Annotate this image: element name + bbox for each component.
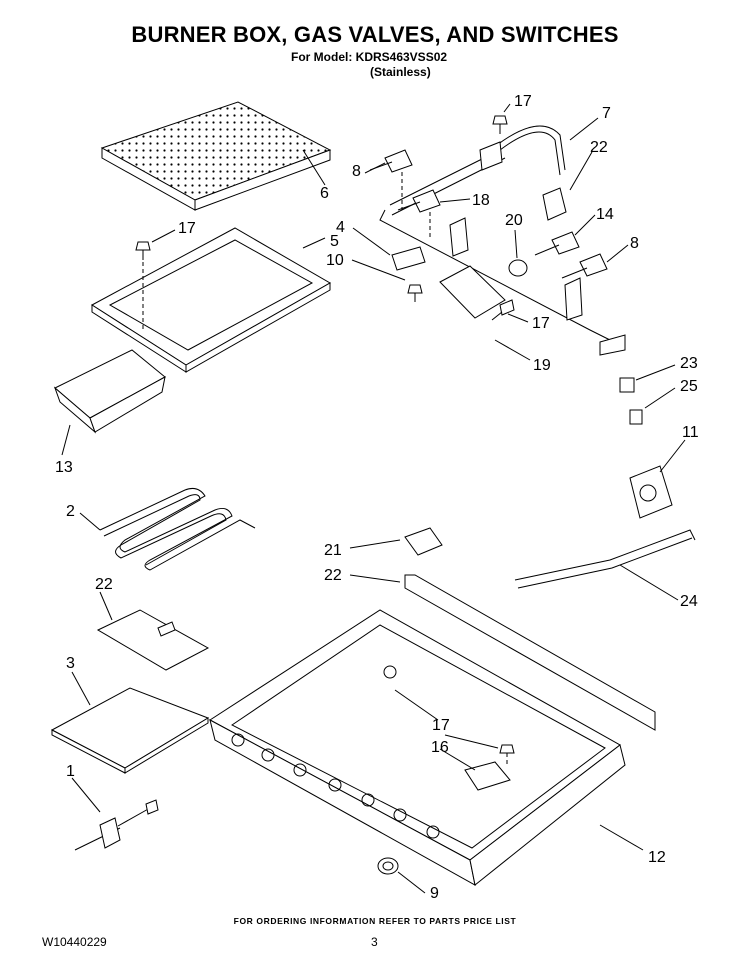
- part-fitting: [629, 409, 643, 425]
- part-burner-box: [209, 609, 626, 886]
- part-manifold-pipe: [379, 125, 626, 356]
- part-griddle-plate: [100, 101, 332, 211]
- document-id: W10440229: [42, 935, 107, 949]
- callout-1: 1: [66, 763, 75, 780]
- part-bracket: [542, 187, 567, 221]
- callout-9: 9: [430, 885, 439, 902]
- part-gas-valve: [369, 149, 413, 210]
- part-long-plate: [404, 574, 656, 731]
- page-number: 3: [371, 935, 378, 949]
- callout-2: 2: [66, 503, 75, 520]
- callout-8: 8: [352, 163, 361, 180]
- callout-11: 11: [682, 424, 699, 441]
- screw-icon: [492, 115, 508, 134]
- screw-icon: [407, 284, 423, 302]
- callout-22: 22: [95, 576, 113, 593]
- callout-7: 7: [602, 105, 611, 122]
- callout-17: 17: [514, 93, 532, 110]
- callout-17: 17: [432, 717, 450, 734]
- callout-20: 20: [505, 212, 523, 229]
- part-bracket: [449, 217, 469, 257]
- callout-19: 19: [533, 357, 551, 374]
- part-gas-valve: [534, 231, 580, 256]
- part-bracket: [564, 277, 583, 321]
- part-bracket: [464, 761, 511, 791]
- part-igniter: [74, 799, 159, 851]
- leader-lines: [61, 103, 686, 894]
- screw-icon: [491, 299, 515, 321]
- ordering-note: FOR ORDERING INFORMATION REFER TO PARTS …: [233, 916, 517, 926]
- callout-12: 12: [648, 849, 666, 866]
- callout-25: 25: [680, 378, 698, 395]
- callout-22: 22: [324, 567, 342, 584]
- part-disc: [508, 259, 528, 277]
- callout-5: 5: [330, 233, 339, 250]
- callout-17: 17: [178, 220, 196, 237]
- callout-6: 6: [320, 185, 329, 202]
- callout-22: 22: [590, 139, 608, 156]
- callout-24: 24: [680, 593, 698, 610]
- part-regulator: [629, 465, 673, 519]
- callout-10: 10: [326, 252, 344, 269]
- callout-labels: 17 7 8 6 22 18 20 14 17 4 5 10 8 17 19 2…: [55, 93, 699, 902]
- part-frame: [91, 227, 332, 373]
- callout-14: 14: [596, 206, 614, 223]
- page-title: BURNER BOX, GAS VALVES, AND SWITCHES: [131, 22, 619, 47]
- callout-13: 13: [55, 459, 73, 476]
- part-small-bracket: [391, 246, 426, 271]
- callout-23: 23: [680, 355, 698, 372]
- callout-21: 21: [324, 542, 342, 559]
- callout-4: 4: [336, 219, 345, 236]
- part-cover-plate: [439, 265, 506, 319]
- part-tray: [53, 349, 166, 434]
- part-serpentine-element: [99, 488, 256, 571]
- part-fitting: [619, 377, 635, 393]
- callout-16: 16: [431, 739, 449, 756]
- part-gas-valve: [561, 253, 608, 279]
- callout-17: 17: [532, 315, 550, 332]
- part-plate-left: [96, 609, 210, 671]
- screw-icon: [135, 241, 151, 260]
- part-small-plate: [404, 527, 443, 556]
- callout-3: 3: [66, 655, 75, 672]
- part-gas-tube: [514, 529, 696, 589]
- part-knob: [377, 857, 399, 875]
- finish-line: (Stainless): [370, 65, 431, 79]
- screw-icon: [499, 744, 515, 765]
- model-line: For Model: KDRS463VSS02: [291, 50, 448, 64]
- part-shelf: [50, 687, 210, 774]
- callout-8: 8: [630, 235, 639, 252]
- part-gas-valve: [397, 189, 441, 240]
- callout-18: 18: [472, 192, 490, 209]
